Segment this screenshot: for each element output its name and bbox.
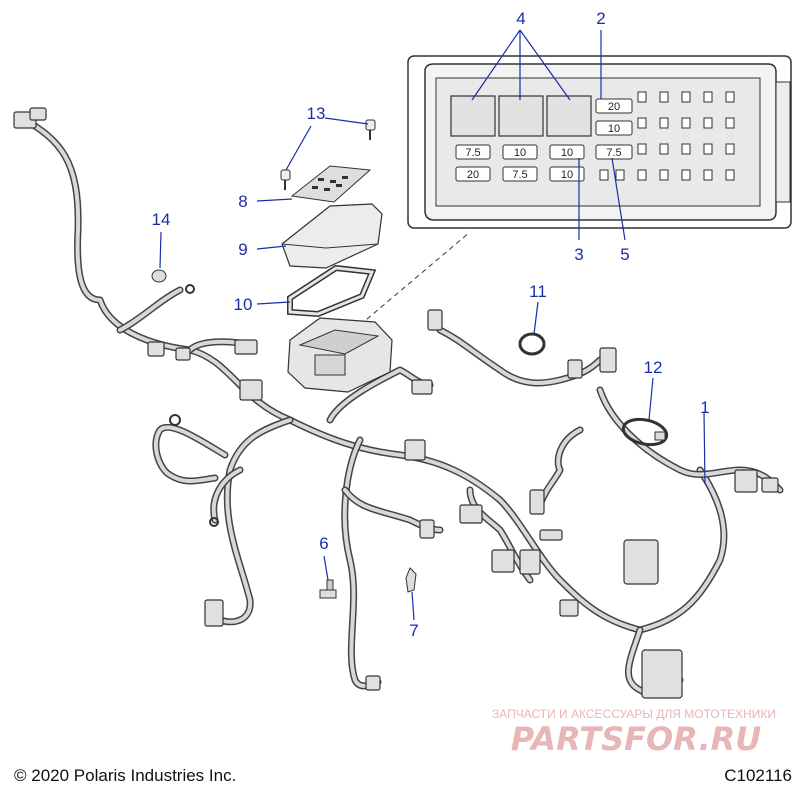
callouts: 1 2 3 4 5 6 7 8 9 10 11 12 13 14 (152, 9, 710, 640)
watermark-tagline: ЗАПЧАСТИ И АКСЕССУАРЫ ДЛЯ МОТОТЕХНИКИ (492, 707, 776, 721)
ring-terminals (169, 284, 219, 527)
sensor-6 (319, 579, 337, 599)
fuse-label-20-top: 20 (608, 101, 620, 113)
connectors (13, 107, 779, 699)
fuse-box-assembly (287, 317, 393, 393)
callout-12: 12 (644, 358, 663, 377)
callout-5: 5 (620, 245, 629, 264)
projection-line (359, 231, 471, 326)
fuse-box-detail-inset: 20 10 7.5 10 10 7.5 20 7.5 10 (407, 55, 792, 229)
clamp-11 (518, 332, 546, 356)
callout-11: 11 (529, 282, 547, 301)
watermark: ЗАПЧАСТИ И АКСЕССУАРЫ ДЛЯ МОТОТЕХНИКИ PA… (492, 707, 776, 758)
cable-tie-12 (621, 417, 669, 447)
watermark-brand: PARTSFOR.RU (511, 720, 761, 758)
fuse-box-cover (281, 203, 383, 269)
callout-9: 9 (238, 240, 247, 259)
fuse-label-b1: 20 (467, 169, 479, 181)
callout-14: 14 (152, 210, 171, 229)
fuse-label-a1: 7.5 (465, 147, 480, 159)
leader-lines (159, 29, 706, 621)
callout-2: 2 (596, 9, 605, 28)
callout-10: 10 (234, 295, 253, 314)
callout-4: 4 (516, 9, 525, 28)
screw-13a (365, 119, 376, 140)
figure-code: C102116 (724, 766, 792, 785)
callout-1: 1 (700, 398, 709, 417)
copyright-text: © 2020 Polaris Industries Inc. (14, 766, 237, 785)
callout-8: 8 (238, 192, 247, 211)
fuse-label-10-top: 10 (608, 123, 620, 135)
fuse-label-b2: 7.5 (512, 169, 527, 181)
fuse-label-b3: 10 (561, 169, 573, 181)
screw-13b (280, 169, 291, 190)
fuse-box-gasket (287, 264, 377, 318)
fuse-label-a3: 10 (561, 147, 573, 159)
fuse-label-a2: 10 (514, 147, 526, 159)
callout-7: 7 (409, 621, 418, 640)
callout-13: 13 (307, 104, 326, 123)
clip-7 (405, 567, 417, 593)
callout-3: 3 (574, 245, 583, 264)
fuse-label-sheet (290, 165, 372, 203)
callout-6: 6 (319, 534, 328, 553)
grommet-14 (151, 269, 167, 283)
terminal-grid (599, 91, 735, 181)
fuse-label-a4: 7.5 (606, 147, 621, 159)
